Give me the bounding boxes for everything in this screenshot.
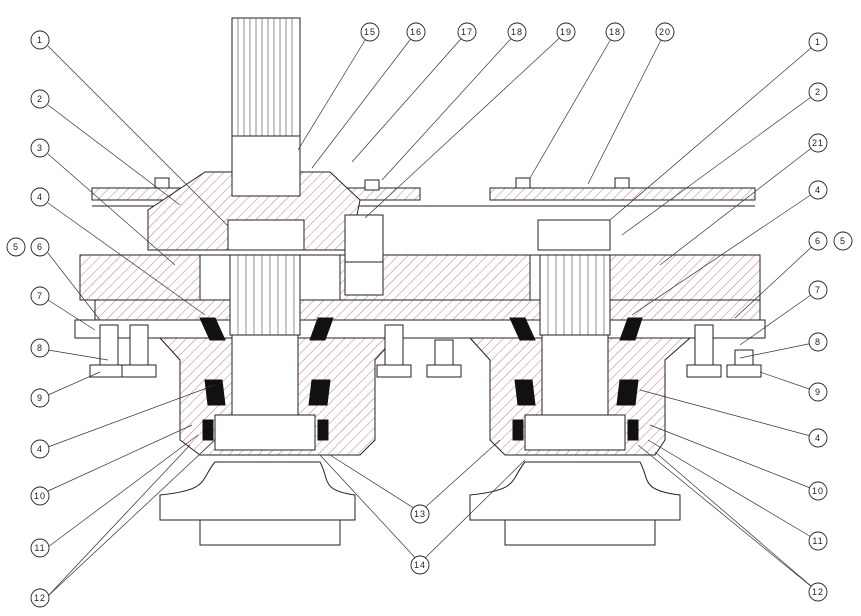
svg-text:1: 1 — [37, 35, 43, 45]
svg-text:19: 19 — [560, 27, 572, 37]
svg-text:10: 10 — [34, 491, 46, 501]
bolts — [89, 177, 762, 378]
balloon-1-right: 1 — [808, 32, 828, 52]
svg-text:12: 12 — [34, 593, 46, 603]
balloon-6-right: 6 — [808, 231, 828, 251]
svg-text:9: 9 — [37, 393, 43, 403]
svg-text:16: 16 — [410, 27, 422, 37]
svg-text:3: 3 — [37, 143, 43, 153]
balloon-11-right: 11 — [808, 531, 828, 551]
balloon-4-right-lower: 4 — [808, 428, 828, 448]
right-output-flange — [469, 461, 681, 546]
balloon-20: 20 — [655, 22, 675, 42]
svg-text:2: 2 — [37, 94, 43, 104]
tapered-bearings — [199, 317, 643, 441]
balloon-17: 17 — [457, 22, 477, 42]
balloon-2-left: 2 — [30, 89, 50, 109]
svg-text:7: 7 — [37, 291, 43, 301]
svg-text:11: 11 — [812, 536, 823, 546]
balloon-19: 19 — [556, 22, 576, 42]
svg-text:4: 4 — [37, 444, 43, 454]
balloon-13: 13 — [410, 504, 430, 524]
balloon-14: 14 — [410, 555, 430, 575]
input-shaft — [227, 17, 305, 251]
svg-text:5: 5 — [13, 242, 19, 252]
svg-text:18: 18 — [511, 27, 523, 37]
balloon-4-left-lower: 4 — [30, 439, 50, 459]
balloon-9-left: 9 — [30, 388, 50, 408]
svg-text:4: 4 — [815, 433, 821, 443]
balloon-3-left: 3 — [30, 138, 50, 158]
svg-text:12: 12 — [812, 587, 824, 597]
balloon-5-right: 5 — [833, 231, 853, 251]
leader-lines — [47, 31, 819, 597]
balloon-4-right: 4 — [808, 180, 828, 200]
svg-text:5: 5 — [840, 236, 846, 246]
svg-text:1: 1 — [815, 37, 821, 47]
balloon-10-left: 10 — [30, 486, 50, 506]
balloon-21: 21 — [808, 133, 828, 153]
svg-text:10: 10 — [812, 486, 824, 496]
svg-text:7: 7 — [815, 285, 821, 295]
svg-text:15: 15 — [364, 27, 376, 37]
svg-text:4: 4 — [815, 185, 821, 195]
balloon-11-left: 11 — [30, 538, 50, 558]
balloon-8-right: 8 — [808, 332, 828, 352]
balloon-18-a: 18 — [507, 22, 527, 42]
balloon-7-left: 7 — [30, 286, 50, 306]
svg-text:14: 14 — [414, 560, 426, 570]
svg-text:9: 9 — [815, 387, 821, 397]
balloon-16: 16 — [406, 22, 426, 42]
balloon-2-right: 2 — [808, 82, 828, 102]
svg-text:17: 17 — [461, 27, 473, 37]
balloon-12-left: 12 — [30, 588, 50, 608]
svg-text:20: 20 — [659, 27, 671, 37]
balloon-5-left: 5 — [6, 237, 26, 257]
input-spline-lines — [237, 18, 293, 136]
main-housing-body — [79, 254, 761, 321]
svg-text:6: 6 — [37, 242, 43, 252]
left-upper-cap — [147, 171, 361, 251]
balloon-15: 15 — [360, 22, 380, 42]
balloon-9-right: 9 — [808, 382, 828, 402]
right-gear-shaft — [524, 219, 626, 451]
balloon-8-left: 8 — [30, 338, 50, 358]
mounting-flange — [74, 319, 766, 339]
svg-text:2: 2 — [815, 87, 821, 97]
balloon-1-left: 1 — [30, 30, 50, 50]
left-output-flange — [159, 461, 356, 546]
svg-text:4: 4 — [37, 192, 43, 202]
balloon-6-left: 6 — [30, 237, 50, 257]
svg-text:8: 8 — [37, 343, 43, 353]
svg-text:6: 6 — [815, 236, 821, 246]
balloon-7-right: 7 — [808, 280, 828, 300]
balloon-4-left: 4 — [30, 187, 50, 207]
svg-text:11: 11 — [34, 543, 45, 553]
svg-text:21: 21 — [812, 138, 824, 148]
svg-text:13: 13 — [414, 509, 426, 519]
left-gear-shaft — [214, 254, 316, 451]
balloon-18-b: 18 — [605, 22, 625, 42]
idler-block — [344, 214, 384, 296]
svg-text:8: 8 — [815, 337, 821, 347]
svg-text:18: 18 — [609, 27, 621, 37]
balloon-12-right: 12 — [808, 582, 828, 602]
balloon-10-right: 10 — [808, 481, 828, 501]
